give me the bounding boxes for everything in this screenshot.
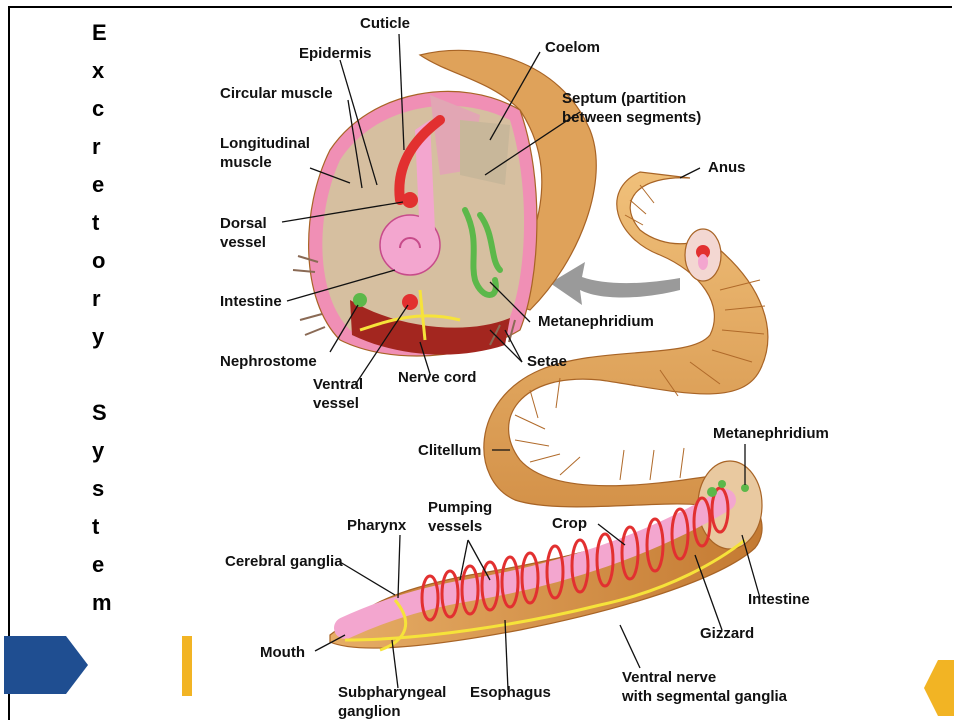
label-cuticle: Cuticle: [360, 15, 410, 32]
label-dorsal-vessel: Dorsal: [220, 215, 267, 232]
label-ventral-vessel-line2: vessel: [313, 395, 359, 412]
label-longitudinal-muscle: Longitudinal: [220, 135, 310, 152]
label-epidermis: Epidermis: [299, 45, 372, 62]
label-pumping-vessels: Pumping: [428, 499, 492, 516]
label-longitudinal-muscle-line2: muscle: [220, 154, 272, 171]
label-ventral-vessel: Ventral: [313, 376, 363, 393]
label-esophagus: Esophagus: [470, 684, 551, 701]
label-setae: Setae: [527, 353, 567, 370]
label-mouth: Mouth: [260, 644, 305, 661]
label-ventral-nerve: Ventral nerve: [622, 669, 716, 686]
label-ventral-nerve-line2: with segmental ganglia: [621, 688, 788, 705]
label-nerve-cord: Nerve cord: [398, 369, 476, 386]
label-septum: Septum (partition: [562, 90, 686, 107]
label-anus: Anus: [708, 159, 746, 176]
label-metanephridium-worm: Metanephridium: [713, 425, 829, 442]
label-cerebral-ganglia: Cerebral ganglia: [225, 553, 343, 570]
label-crop: Crop: [552, 515, 587, 532]
label-subpharyngeal-ganglion: Subpharyngeal: [338, 684, 446, 701]
label-coelom: Coelom: [545, 39, 600, 56]
label-clitellum: Clitellum: [418, 442, 481, 459]
label-subpharyngeal-ganglion-line2: ganglion: [338, 703, 401, 720]
cross-section: [293, 50, 596, 356]
magnify-arrow: [550, 262, 680, 305]
label-circular-muscle: Circular muscle: [220, 85, 333, 102]
label-dorsal-vessel-line2: vessel: [220, 234, 266, 251]
label-intestine-worm: Intestine: [748, 591, 810, 608]
label-nephrostome: Nephrostome: [220, 353, 317, 370]
label-pharynx: Pharynx: [347, 517, 407, 534]
label-intestine-section: Intestine: [220, 293, 282, 310]
label-pumping-vessels-line2: vessels: [428, 518, 482, 535]
label-septum-line2: between segments): [562, 109, 701, 126]
label-metanephridium-section: Metanephridium: [538, 313, 654, 330]
label-gizzard: Gizzard: [700, 625, 754, 642]
